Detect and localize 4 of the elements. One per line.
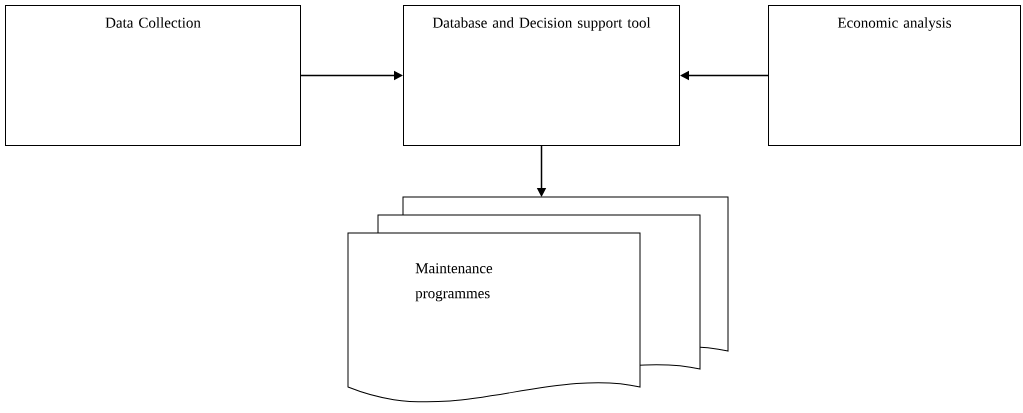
process-box: Economic analysis: [768, 5, 1021, 146]
document-stack: Maintenance programmes: [347, 196, 729, 403]
process-box: Data Collection: [5, 5, 301, 146]
process-box: Database and Decision support tool: [403, 5, 680, 146]
